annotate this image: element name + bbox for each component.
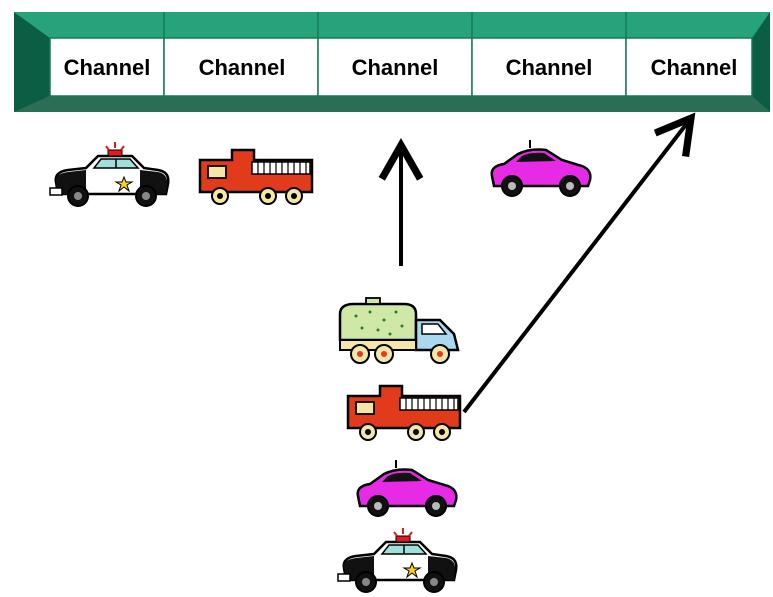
sports-car-icon: [490, 138, 592, 198]
queue-fire-truck-icon: [346, 384, 462, 442]
assigned-vehicles: [48, 138, 592, 208]
vehicle-queue: [336, 296, 462, 594]
arrow-to-channel-5: [462, 112, 696, 414]
channel-bar-bottom-bevel: [14, 96, 770, 112]
channel-cell-4: [471, 37, 627, 97]
channel-cell-2: [163, 37, 319, 97]
police-car-icon: [48, 140, 170, 208]
channel-label-2: Channel: [199, 55, 286, 80]
channel-bar-left-bevel: [14, 12, 50, 112]
channel-bar-top-bevel: [14, 12, 770, 38]
channel-cell-3: [317, 37, 473, 97]
tanker-truck-icon: [338, 296, 460, 365]
channel-cell-5: [625, 37, 753, 97]
channel-label-5: Channel: [651, 55, 738, 80]
channel-bar: Channel Channel Channel Channel Channel: [14, 12, 770, 112]
fire-truck-icon: [198, 148, 314, 206]
queue-sports-car-icon: [356, 458, 458, 518]
channel-label-4: Channel: [506, 55, 593, 80]
queue-police-car-icon: [336, 526, 458, 594]
channel-bar-right-bevel: [752, 12, 770, 112]
channel-label-3: Channel: [352, 55, 439, 80]
channel-label-1: Channel: [64, 55, 151, 80]
